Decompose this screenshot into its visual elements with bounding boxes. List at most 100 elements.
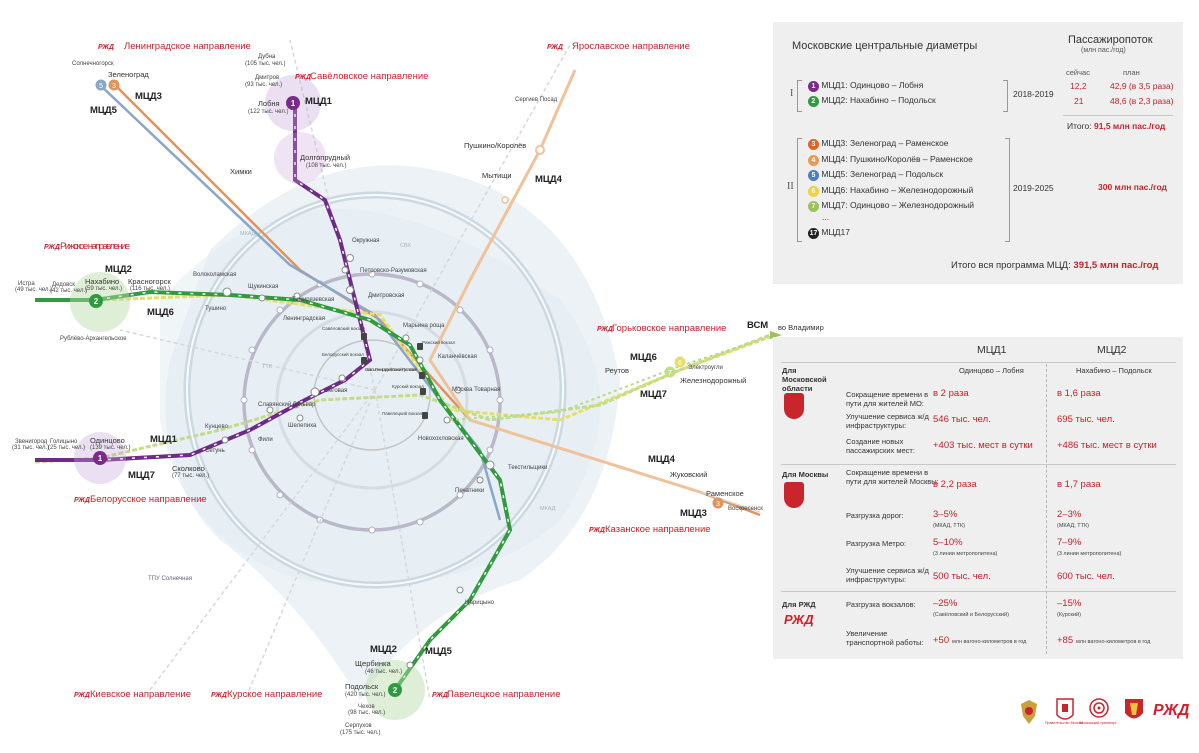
st-rizh-vokzal: Рижский вокзал bbox=[422, 339, 455, 345]
row-4-v1: в 2,2 раза bbox=[933, 479, 977, 490]
st-golitsyno: Голицыно bbox=[50, 439, 78, 445]
svg-text:6: 6 bbox=[678, 360, 682, 367]
rail-background bbox=[119, 39, 571, 701]
st-pavel-vokzal: Павелецкий вокзал bbox=[382, 410, 423, 416]
total1-label: Итого: bbox=[1067, 121, 1092, 131]
vsm-line bbox=[449, 334, 776, 421]
st-leningradskaya: Ленинградская bbox=[283, 316, 325, 322]
stage2-row-3: 3 МЦД3: Зеленоград – Раменское bbox=[808, 138, 949, 150]
flow-subtitle: (млн пас./год) bbox=[1081, 47, 1126, 54]
rzd-mark-leningrad: РЖД bbox=[98, 44, 114, 51]
stage1-left-brace bbox=[797, 80, 802, 112]
stage2-row-17: 17 МЦД17 bbox=[808, 227, 850, 239]
st-shelepikha: Шелепиха bbox=[288, 423, 317, 429]
row-1-label: Сокращение времени в пути для жителей МО… bbox=[846, 390, 929, 408]
row-3-v1: +403 тыс. мест в сутки bbox=[933, 440, 1033, 451]
group-mo-label: Для Московской области bbox=[782, 366, 827, 393]
label-mcd5-south: МЦД5 bbox=[425, 646, 453, 657]
st-shchukinskaya: Щукинская bbox=[248, 284, 278, 290]
col-plan: план bbox=[1123, 68, 1140, 77]
st-dmitrov-pop: (93 тыс. чел.) bbox=[245, 82, 282, 88]
st-timiryaz: Тимирязевская bbox=[292, 297, 334, 303]
st-tpu: ТПУ Солнечная bbox=[148, 576, 192, 582]
rzd-mark-savelovo: РЖД bbox=[295, 74, 311, 81]
dir-kiev: Киевское направление bbox=[90, 689, 191, 700]
st-sergiev: Сергиев Посад bbox=[515, 97, 558, 103]
row-2-label: Улучшение сервиса ж/д инфраструктуры: bbox=[846, 412, 929, 430]
row-2-v2: 695 тыс. чел. bbox=[1057, 414, 1115, 425]
transport-caption: Московский транспорт bbox=[1080, 721, 1117, 725]
road-ttk-1: ТТК bbox=[262, 364, 273, 370]
row-9-s1: млн вагоно-километров в год bbox=[952, 639, 1027, 645]
rzd-mark-paveletsky: РЖД bbox=[432, 692, 448, 699]
st-volokolam: Волоколамская bbox=[193, 272, 236, 278]
st-istra: Истра bbox=[18, 281, 35, 287]
mcd7-badge: 7 bbox=[664, 366, 676, 378]
total1-value: 91,5 млн пас./год bbox=[1094, 121, 1166, 131]
program-title: Московские центральные диаметры bbox=[792, 40, 978, 52]
mcd3-badge: 3 bbox=[808, 139, 819, 150]
st-dubna: Дубна bbox=[258, 54, 276, 60]
row-5-s1: (МКАД, ТТК) bbox=[933, 523, 966, 529]
row-4-v2: в 1,7 раза bbox=[1057, 479, 1101, 490]
mcd3-zelenograd-badge: 3 bbox=[108, 79, 120, 91]
st-vladimir: во Владимир bbox=[778, 323, 824, 332]
row-8-s1: (Савёловский и Белорусский) bbox=[933, 612, 1009, 618]
st-shcherbinka-pop: (46 тыс. чел.) bbox=[365, 669, 402, 675]
row-8-v1: –25% bbox=[933, 598, 958, 609]
mcd4-line bbox=[428, 69, 701, 494]
dolgoprud-glow bbox=[274, 132, 326, 184]
st-zvenigorod-pop: (31 тыс. чел.) bbox=[12, 445, 49, 451]
row-8-label: Разгрузка вокзалов: bbox=[846, 600, 916, 609]
label-mcd2-south: МЦД2 bbox=[370, 644, 397, 655]
grand-total-label: Итого вся программа МЦД: bbox=[951, 260, 1071, 271]
st-dmitrov: Дмитров bbox=[255, 75, 279, 81]
mcd1-badge: 1 bbox=[808, 81, 819, 92]
label-mcd6-west: МЦД6 bbox=[147, 307, 174, 318]
st-khimki: Химки bbox=[230, 167, 252, 176]
st-fili: Фили bbox=[258, 437, 273, 443]
mytishchi-dot bbox=[501, 196, 509, 204]
st-reutov: Реутов bbox=[605, 366, 629, 375]
st-dmitrovskaya: Дмитровская bbox=[368, 293, 404, 299]
stage2-row-6-label: МЦД6: Нахабино – Железнодорожный bbox=[821, 185, 974, 195]
st-tushino: Тушино bbox=[205, 306, 227, 312]
label-mcd3-north: МЦД3 bbox=[135, 91, 162, 102]
st-skolkovo: Сколково bbox=[172, 464, 205, 473]
rzd-mark-kiev: РЖД bbox=[74, 692, 90, 699]
st-rublevo: Рублёво-Архангельское bbox=[60, 336, 127, 342]
st-maryina: Марьина роща bbox=[403, 323, 445, 329]
st-moskva-tov: Москва Товарная bbox=[452, 387, 500, 393]
st-zelenograd: Зеленоград bbox=[108, 70, 149, 79]
mcd2-now: 21 bbox=[1074, 96, 1084, 106]
st-dubna-pop: (105 тыс. чел.) bbox=[245, 61, 286, 67]
msk-crest-icon bbox=[784, 482, 804, 508]
st-nakhabino-pop: (59 тыс. чел.) bbox=[85, 286, 122, 292]
mcd1-lobnya-badge: 1 bbox=[286, 96, 300, 110]
col2-subtitle: Нахабино – Подольск bbox=[1076, 366, 1152, 375]
st-tekstil: Текстильщики bbox=[508, 465, 547, 471]
row-6-label: Разгрузка Метро: bbox=[846, 539, 907, 548]
svg-text:1: 1 bbox=[291, 99, 296, 108]
st-begovaya: Беговая bbox=[325, 388, 347, 394]
moscow-gov-icon: Правительство Москвы bbox=[1045, 697, 1083, 727]
mcd1-now: 12,2 bbox=[1070, 81, 1087, 91]
col-now: сейчас bbox=[1066, 68, 1090, 77]
mcd6-line bbox=[35, 293, 776, 422]
road-mkad-2: МКАД bbox=[540, 506, 556, 512]
st-slavyansky: Славянский бульвар bbox=[258, 401, 316, 408]
st-lobnya: Лобня bbox=[258, 99, 280, 108]
label-vsm: ВСМ bbox=[747, 320, 768, 331]
st-zheleznod: Железнодорожный bbox=[680, 376, 746, 385]
st-dedovsk-pop: (42 тыс. чел.) bbox=[50, 288, 87, 294]
stage2-years: 2019-2025 bbox=[1013, 183, 1054, 193]
mcd3-ramenskoe-badge: 3 bbox=[712, 497, 724, 509]
st-podolsk: Подольск bbox=[345, 682, 379, 691]
row-5-label: Разгрузка дорог: bbox=[846, 511, 904, 520]
train-icon-group bbox=[361, 333, 428, 419]
row-9-s2: млн вагоно-километров в год bbox=[1076, 639, 1151, 645]
st-podolsk-pop: (420 тыс. чел.) bbox=[345, 692, 386, 698]
st-bel-vokzal: Белорусский вокзал bbox=[322, 351, 364, 357]
st-pechatniki: Печатники bbox=[455, 488, 484, 494]
st-dedovsk: Дедовск bbox=[52, 282, 75, 288]
